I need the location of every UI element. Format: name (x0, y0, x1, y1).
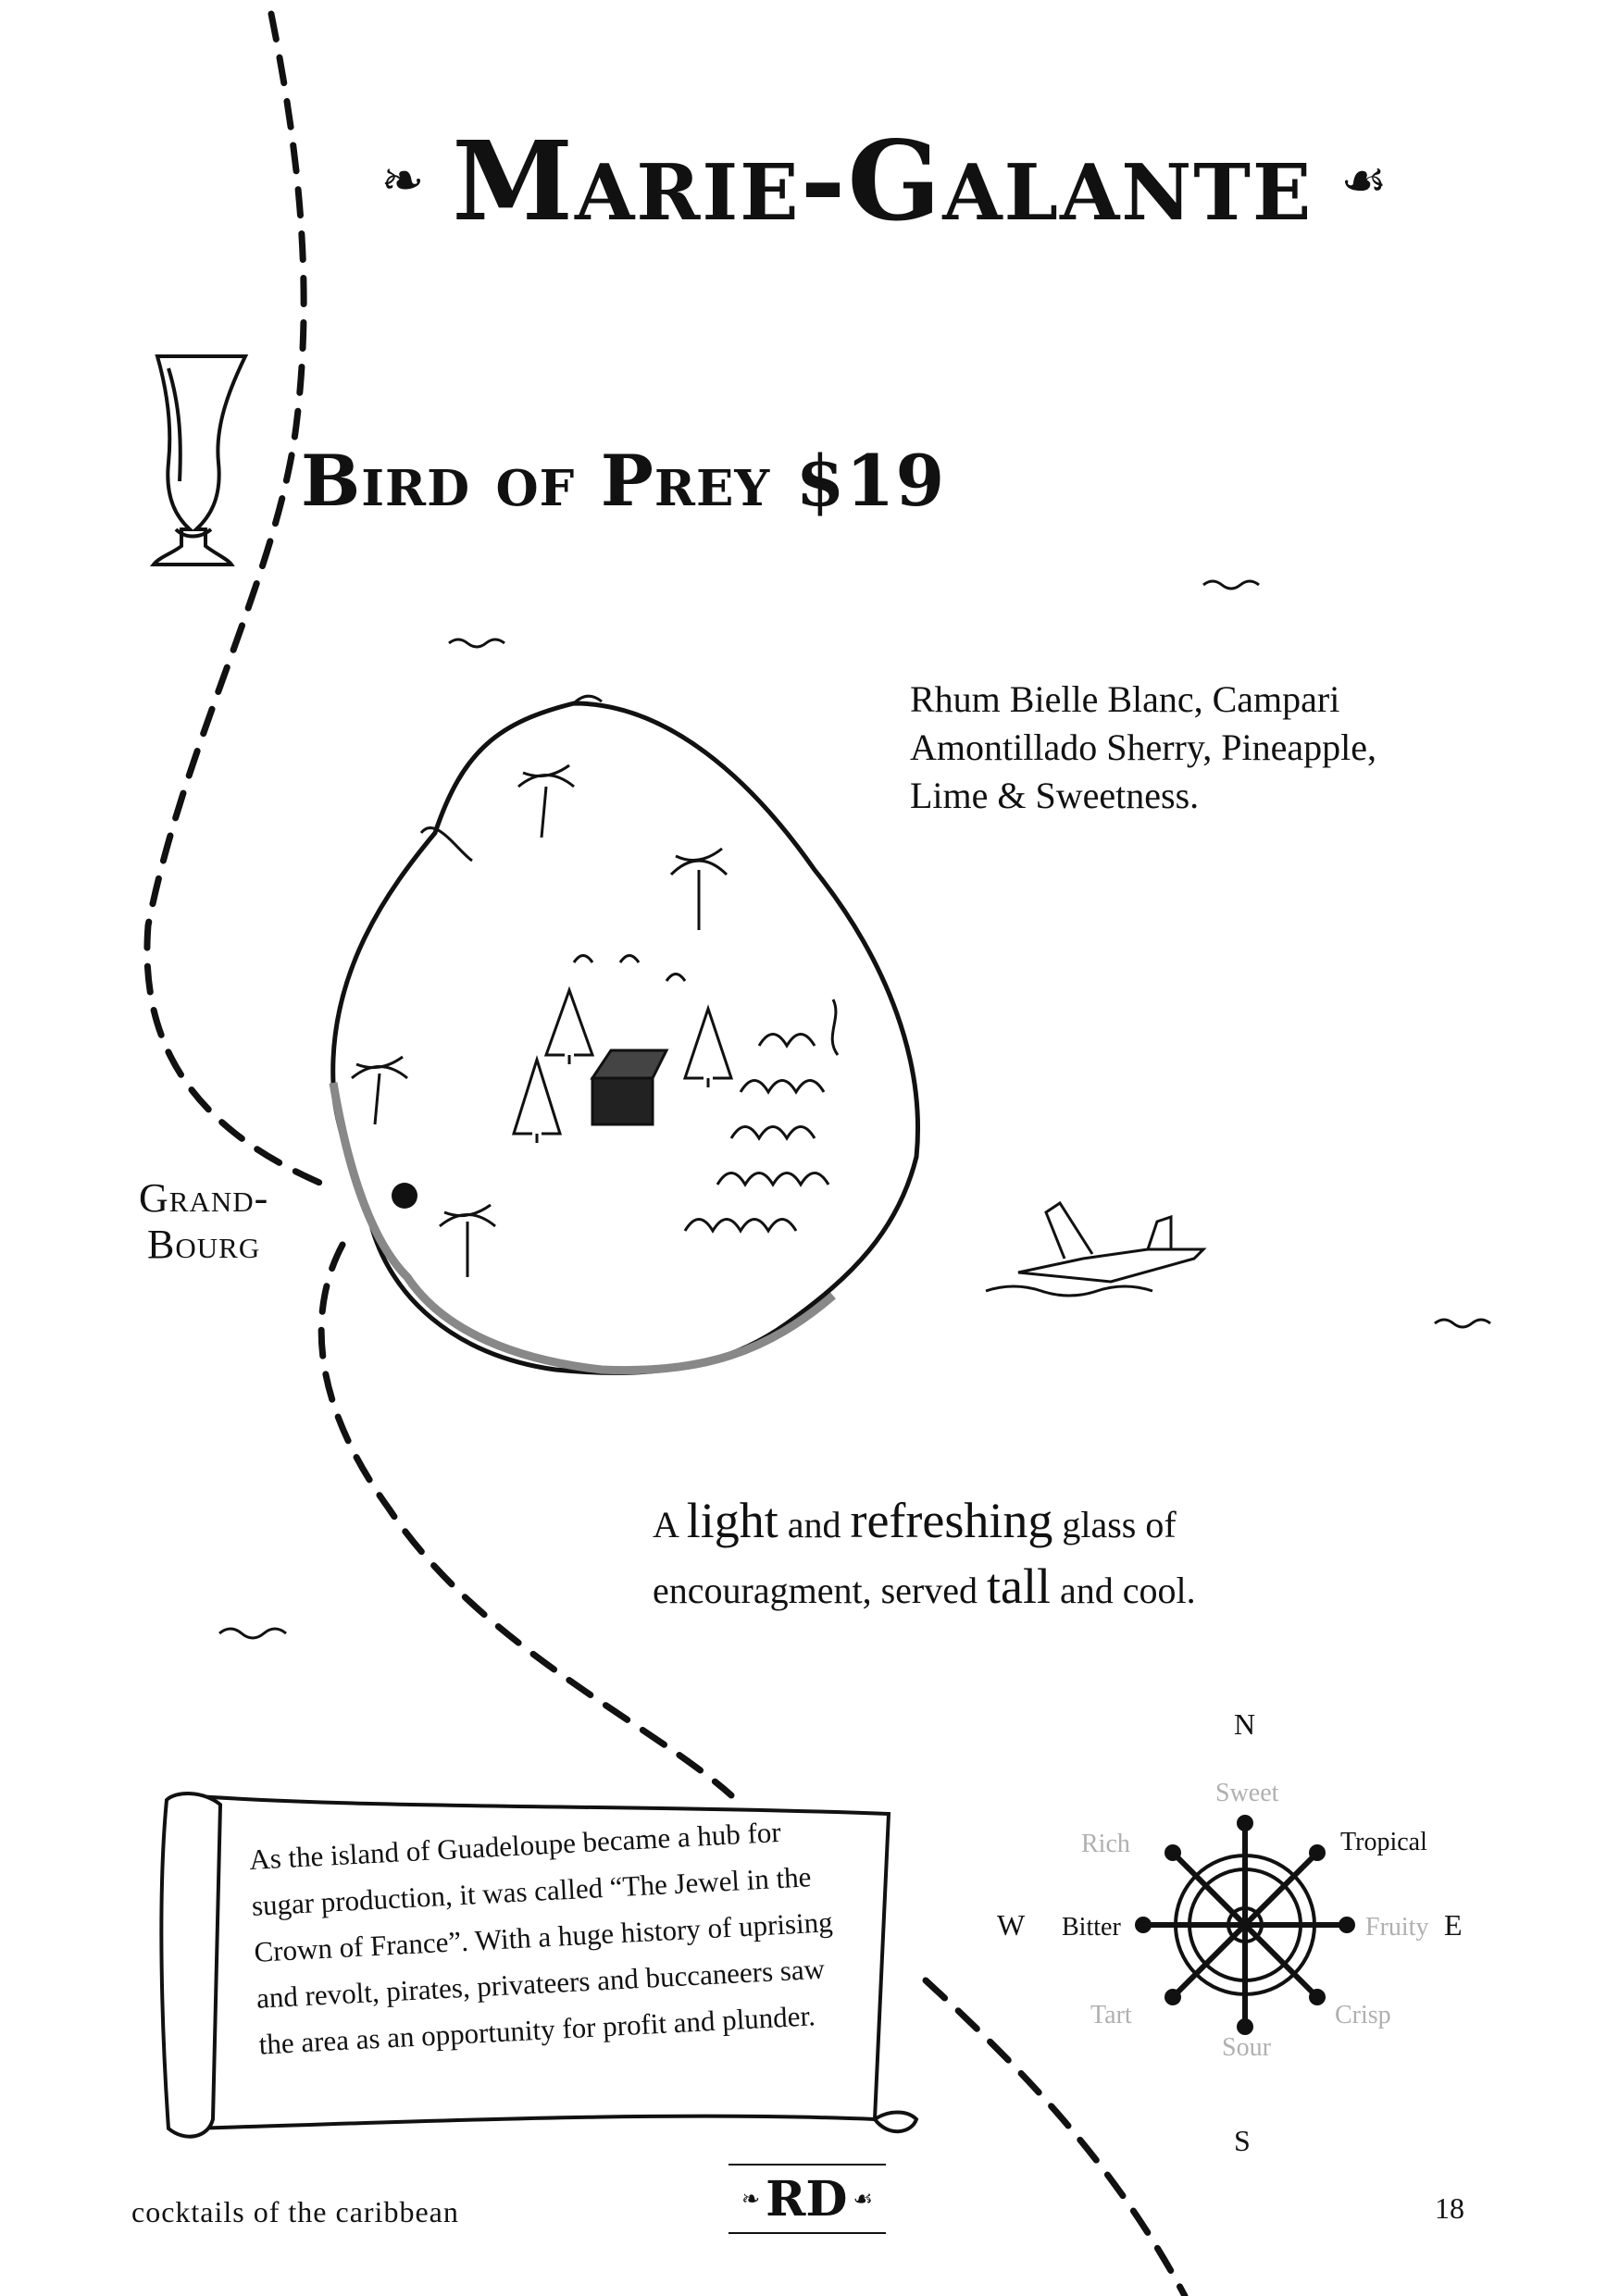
tagline-word: and cool. (1059, 1570, 1196, 1611)
treasure-chest-icon (590, 1049, 669, 1126)
footer-series-title: cocktails of the caribbean (131, 2195, 459, 2228)
shipwreck-plane-icon (985, 1200, 1207, 1297)
flavor-sweet: Sweet (1215, 1779, 1279, 1807)
drink-tagline: A light and refreshing glass of encourag… (653, 1490, 1486, 1621)
dashed-route-top (143, 10, 328, 1188)
page-number: 18 (1435, 2191, 1464, 2225)
title-ornament-right-icon: ☙ (1340, 150, 1388, 211)
flavor-crisp: Crisp (1335, 2001, 1391, 2029)
dashed-route-bottom (318, 1241, 735, 1799)
ingredient-line: Rhum Bielle Blanc, Campari (910, 678, 1340, 720)
place-label-line: Grand- (139, 1175, 269, 1221)
drink-name-price: Bird of Prey $19 (301, 440, 946, 522)
ingredient-line: Lime & Sweetness. (910, 775, 1200, 816)
tagline-word: glass of (1062, 1504, 1177, 1545)
compass-north: N (1234, 1707, 1256, 1741)
place-label-grand-bourg: Grand- Bourg (139, 1175, 268, 1268)
wave-marks (218, 579, 1491, 1640)
logo-text: RD (766, 2170, 848, 2228)
parchment-scroll (159, 1792, 919, 2139)
flavor-bitter: Bitter (1062, 1913, 1121, 1942)
tagline-word: and (787, 1504, 841, 1545)
page-title-text: Marie-Galante (452, 116, 1314, 245)
page-title: ❧ Marie-Galante ☙ (352, 111, 1416, 250)
flavor-fruity: Fruity (1365, 1913, 1429, 1942)
hurricane-glass-icon (149, 354, 249, 566)
compass-west: W (997, 1908, 1026, 1942)
tagline-emphasis: tall (986, 1558, 1051, 1614)
flavor-tropical: Tropical (1340, 1828, 1427, 1856)
ingredients-list: Rhum Bielle Blanc, Campari Amontillado S… (910, 676, 1484, 820)
compass-east: E (1444, 1908, 1463, 1942)
grand-bourg-marker (392, 1183, 417, 1209)
ships-wheel-icon (1135, 1815, 1355, 2035)
compass-south: S (1234, 2124, 1251, 2157)
rd-logo: ❧ RD ☙ (729, 2164, 886, 2234)
logo-ornament-right-icon: ☙ (853, 2186, 873, 2212)
tagline-word: A (653, 1504, 678, 1545)
tagline-emphasis: refreshing (850, 1493, 1053, 1548)
logo-ornament-left-icon: ❧ (741, 2186, 761, 2212)
flavor-sour: Sour (1222, 2033, 1271, 2062)
tagline-emphasis: light (686, 1493, 778, 1548)
tagline-word: encouragment, served (653, 1570, 978, 1611)
history-scroll-text: As the island of Guadeloupe became a hub… (248, 1805, 879, 2068)
title-ornament-left-icon: ❧ (380, 150, 425, 211)
flavor-tart: Tart (1090, 2001, 1132, 2029)
flavor-rich: Rich (1081, 1830, 1130, 1858)
ingredient-line: Amontillado Sherry, Pineapple, (910, 726, 1376, 768)
island-illustration (329, 694, 921, 1375)
place-label-line: Bourg (147, 1222, 261, 1267)
dashed-route-end (922, 1977, 1189, 2296)
